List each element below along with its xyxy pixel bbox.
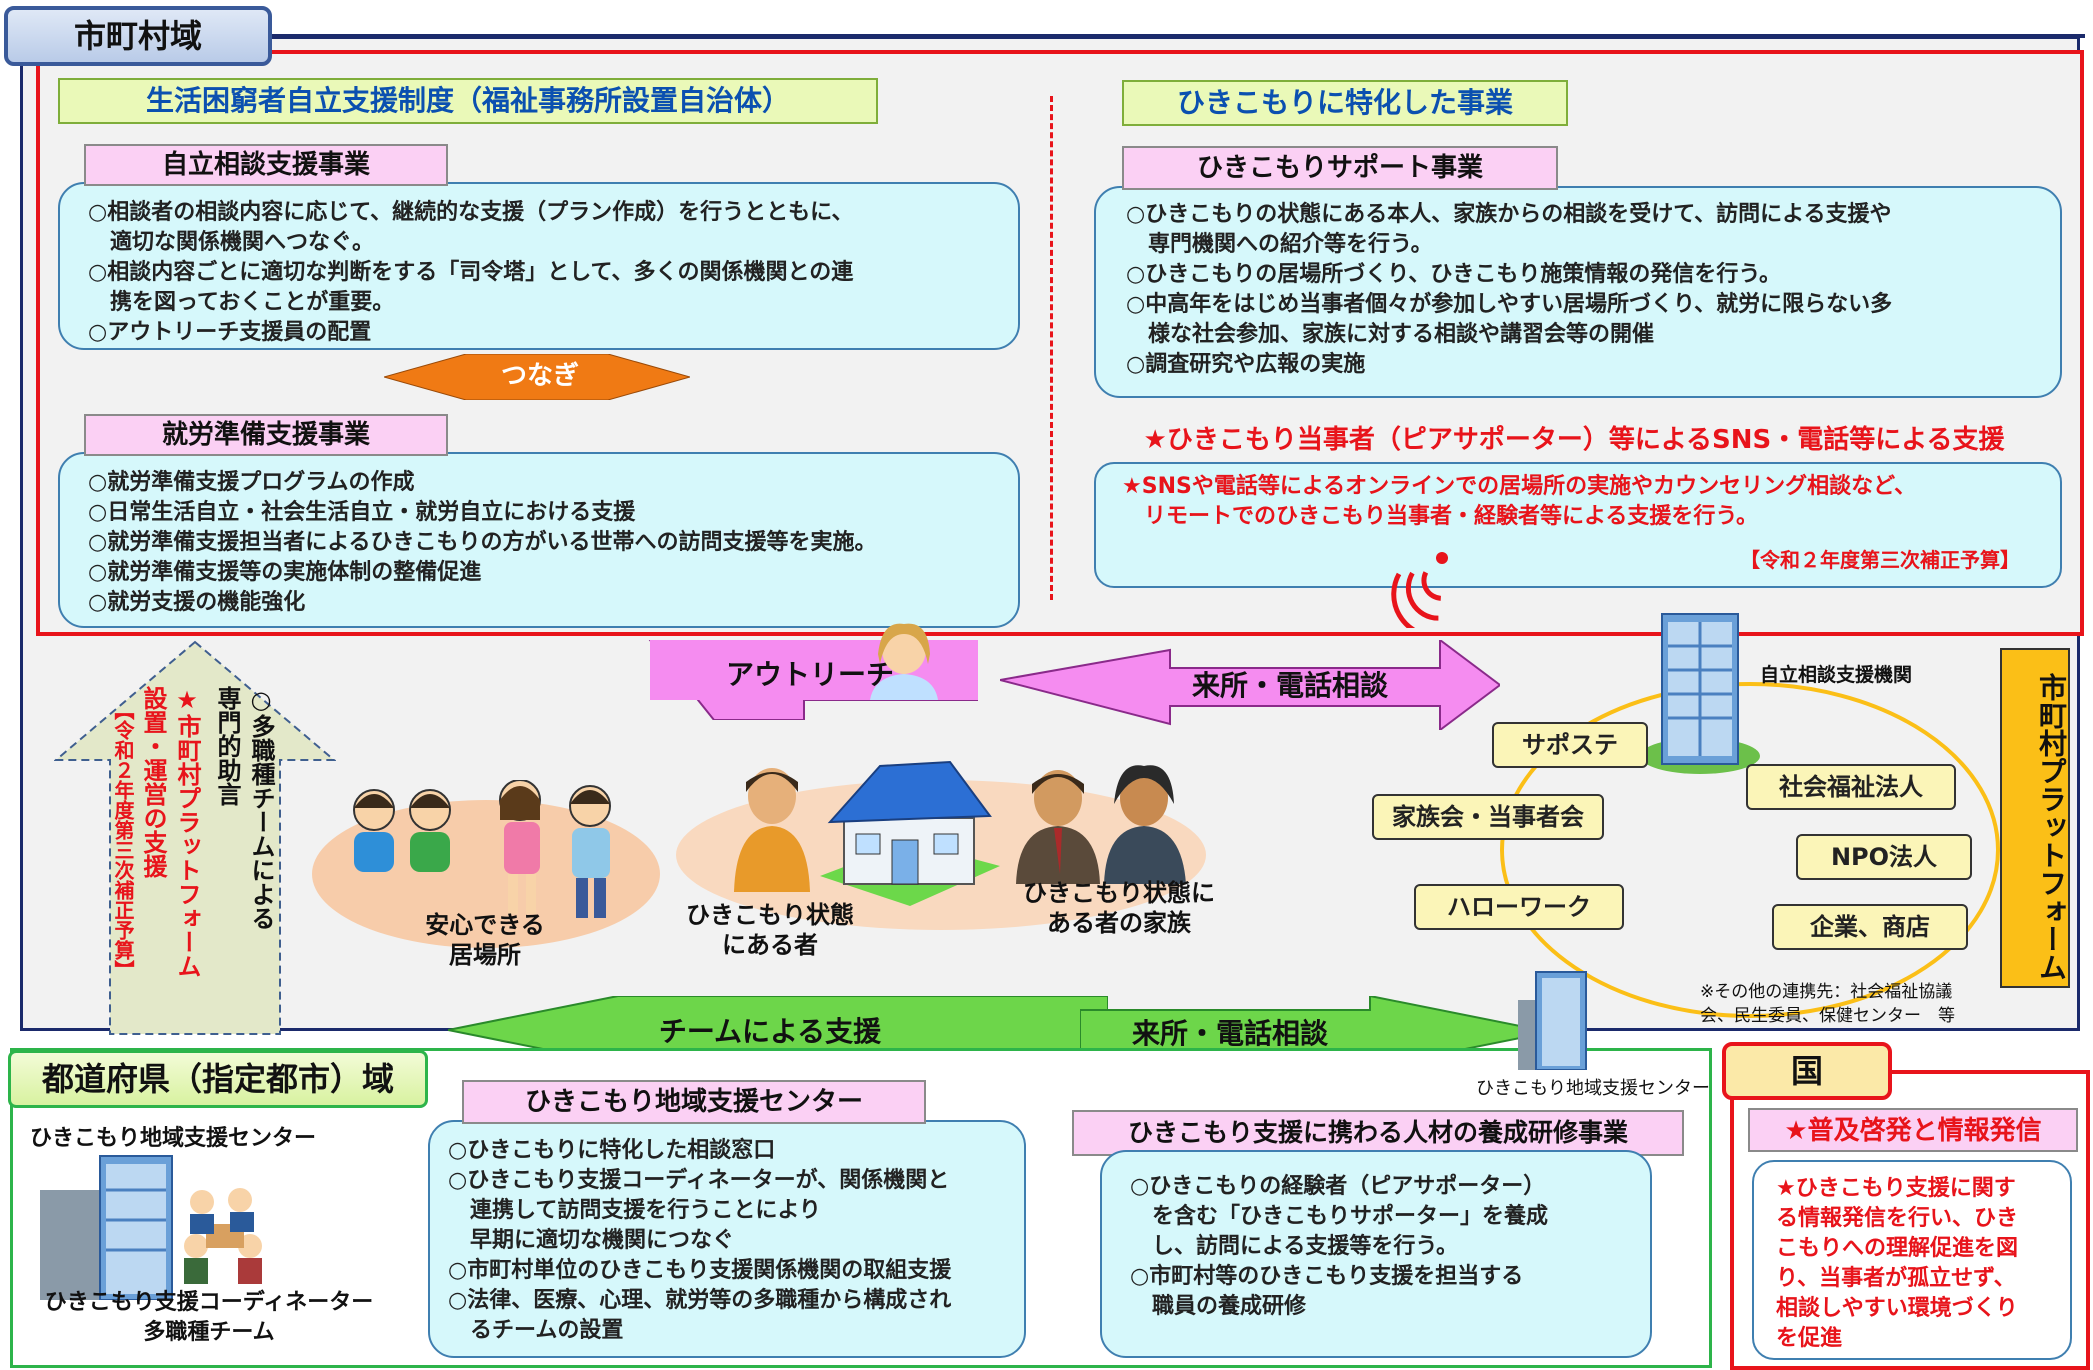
safe-place-caption: 安心できる 居場所 [425,911,545,969]
family-icon [1016,765,1186,884]
shuro-description: ○就労準備支援プログラムの作成 ○日常生活自立・社会生活自立・就労自立における支… [58,452,1020,628]
dashed-divider [1050,96,1053,600]
jiritsu-description: ○相談者の相談内容に応じて、継続的な支援（プラン作成）を行うとともに、 適切な関… [58,182,1020,350]
tsunagi-label: つなぎ [500,361,579,391]
support-description: ○ひきこもりの状態にある本人、家族からの相談を受けて、訪問による支援や 専門機関… [1094,186,2062,398]
platform-item-npo: NPO法人 [1796,834,1972,880]
sns-description: ★SNSや電話等によるオンラインでの居場所の実施やカウンセリング相談など、 リモ… [1122,474,1917,529]
hikikomori-person-caption: ひきこもり状態 にある者 [686,901,854,959]
pref-center-building-icon [1518,971,1587,1070]
poverty-system-title: 生活困窮者自立支援制度（福祉事務所設置自治体） [58,78,878,124]
shuro-title: 就労準備支援事業 [84,414,448,456]
platform-item-business: 企業、商店 [1772,904,1968,950]
outreach-worker-icon [870,623,938,700]
regional-center-title: ひきこもり地域支援センター [462,1080,926,1124]
training-description: ○ひきこもりの経験者（ピアサポーター） を含む「ひきこもりサポーター」を養成 し… [1100,1150,1652,1358]
national-description: ★ひきこもり支援に関す る情報発信を行い、ひき こもりへの理解促進を図 り、当事… [1752,1160,2072,1360]
outreach-label: アウトリーチ [725,658,894,691]
coordinator-team-caption: ひきこもり支援コーディネーター 多職種チーム [44,1290,374,1345]
team-meeting-icon [184,1188,262,1284]
tsunagi-arrow [384,354,690,400]
jiritsu-title: 自立相談支援事業 [84,144,448,186]
pref-visit-phone-label: 来所・電話相談 [1131,1017,1328,1050]
national-label: 国 [1722,1042,1892,1100]
hikikomori-specific-title: ひきこもりに特化した事業 [1122,80,1568,126]
regional-center-building-icon [40,1155,173,1300]
regional-center-caption: ひきこもり地域支援センター [30,1126,317,1151]
hikikomori-person-icon [734,768,810,892]
sns-support-title: ★ひきこもり当事者（ピアサポーター）等によるSNS・電話等による支援 [1143,425,2005,455]
hikikomori-family-caption: ひきこもり状態に ある者の家族 [1023,879,1215,937]
platform-support: ★市町村プラットフォーム 設置・運営の支援 [139,686,201,978]
platform-circle [1500,682,2000,1018]
municipal-top-line [200,34,2085,38]
regional-center-description: ○ひきこもりに特化した相談窓口 ○ひきこもり支援コーディネーターが、関係機関と … [428,1120,1026,1358]
support-program-title: ひきこもりサポート事業 [1122,146,1558,190]
platform-budget: 【令和２年度第三次補正予算】 [111,700,135,980]
counseling-agency-building-icon [1640,613,1760,774]
support-up-arrow [54,640,336,1035]
platform-other-partners-note: ※その他の連携先：社会福祉協議 会、民生委員、保健センター 等 [1700,982,1955,1026]
municipal-label: 市町村域 [4,6,272,66]
platform-item-social-welfare: 社会福祉法人 [1746,764,1956,810]
training-title: ひきこもり支援に携わる人材の養成研修事業 [1072,1110,1684,1156]
prefecture-label: 都道府県（指定都市）域 [8,1050,428,1108]
visit-phone-arrow [1000,640,1500,730]
sns-budget-note: 【令和２年度第三次補正予算】 [1740,548,2020,572]
team-support-label: チームによる支援 [658,1015,882,1048]
platform-item-saposute: サポステ [1492,722,1648,768]
signal-waves-icon [1391,552,1448,628]
group-people-icon [353,780,611,918]
multi-team-advice: ○多職種チームによる 専門的助言 [213,686,275,930]
house-icon [820,760,1000,906]
counseling-agency-label: 自立相談支援機関 [1760,664,1913,686]
pref-center-building-label: ひきこもり地域支援センター [1476,1078,1710,1099]
platform-item-family-assoc: 家族会・当事者会 [1372,794,1604,840]
sns-box [1094,462,2062,588]
visit-phone-label: 来所・電話相談 [1191,669,1388,702]
municipal-platform-label: 市町村プラットフォーム [2000,648,2070,988]
national-title: ★普及啓発と情報発信 [1748,1108,2078,1152]
platform-item-hellowork: ハローワーク [1414,884,1624,930]
